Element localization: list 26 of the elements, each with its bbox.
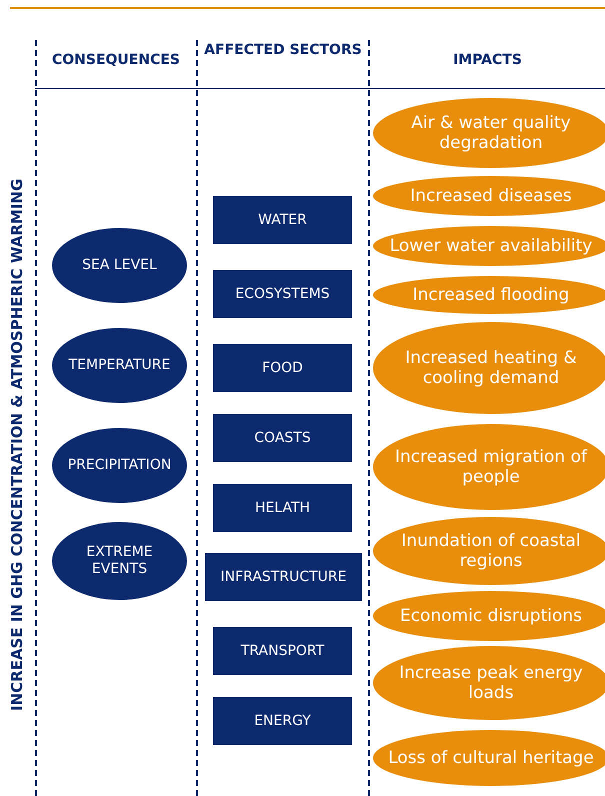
impact-ellipse: Lower water availability (373, 226, 605, 266)
consequence-ellipse: TEMPERATURE (52, 328, 187, 403)
impact-ellipse: Increased diseases (373, 176, 605, 216)
column-header: IMPACTS (452, 52, 523, 69)
consequence-ellipse: EXTREME EVENTS (52, 522, 187, 600)
impact-ellipse: Economic disruptions (373, 591, 605, 641)
sector-box: TRANSPORT (213, 627, 352, 675)
column-header: AFFECTED SECTORS (203, 42, 363, 59)
sector-box: ECOSYSTEMS (213, 270, 352, 318)
sector-box: WATER (213, 196, 352, 244)
consequence-ellipse: PRECIPITATION (52, 428, 187, 503)
impact-ellipse: Increased migration of people (373, 424, 605, 510)
impact-ellipse: Increased flooding (373, 276, 605, 314)
impact-ellipse: Air & water quality degradation (373, 98, 605, 168)
sector-box: HELATH (213, 484, 352, 532)
impact-ellipse: Loss of cultural heritage (373, 730, 605, 786)
impact-ellipse: Increase peak energy loads (373, 646, 605, 720)
vertical-axis-title: INCREASE IN GHG CONCENTRATION & ATMOSPHERIC WARMING (8, 178, 26, 714)
impact-ellipse: Inundation of coastal regions (373, 517, 605, 585)
column-header: CONSEQUENCES (50, 52, 181, 69)
impact-ellipse: Increased heating & cooling demand (373, 322, 605, 414)
consequence-ellipse: SEA LEVEL (52, 228, 187, 303)
sector-box: ENERGY (213, 697, 352, 745)
sector-box: INFRASTRUCTURE (205, 553, 362, 601)
sector-box: FOOD (213, 344, 352, 392)
sector-box: COASTS (213, 414, 352, 462)
